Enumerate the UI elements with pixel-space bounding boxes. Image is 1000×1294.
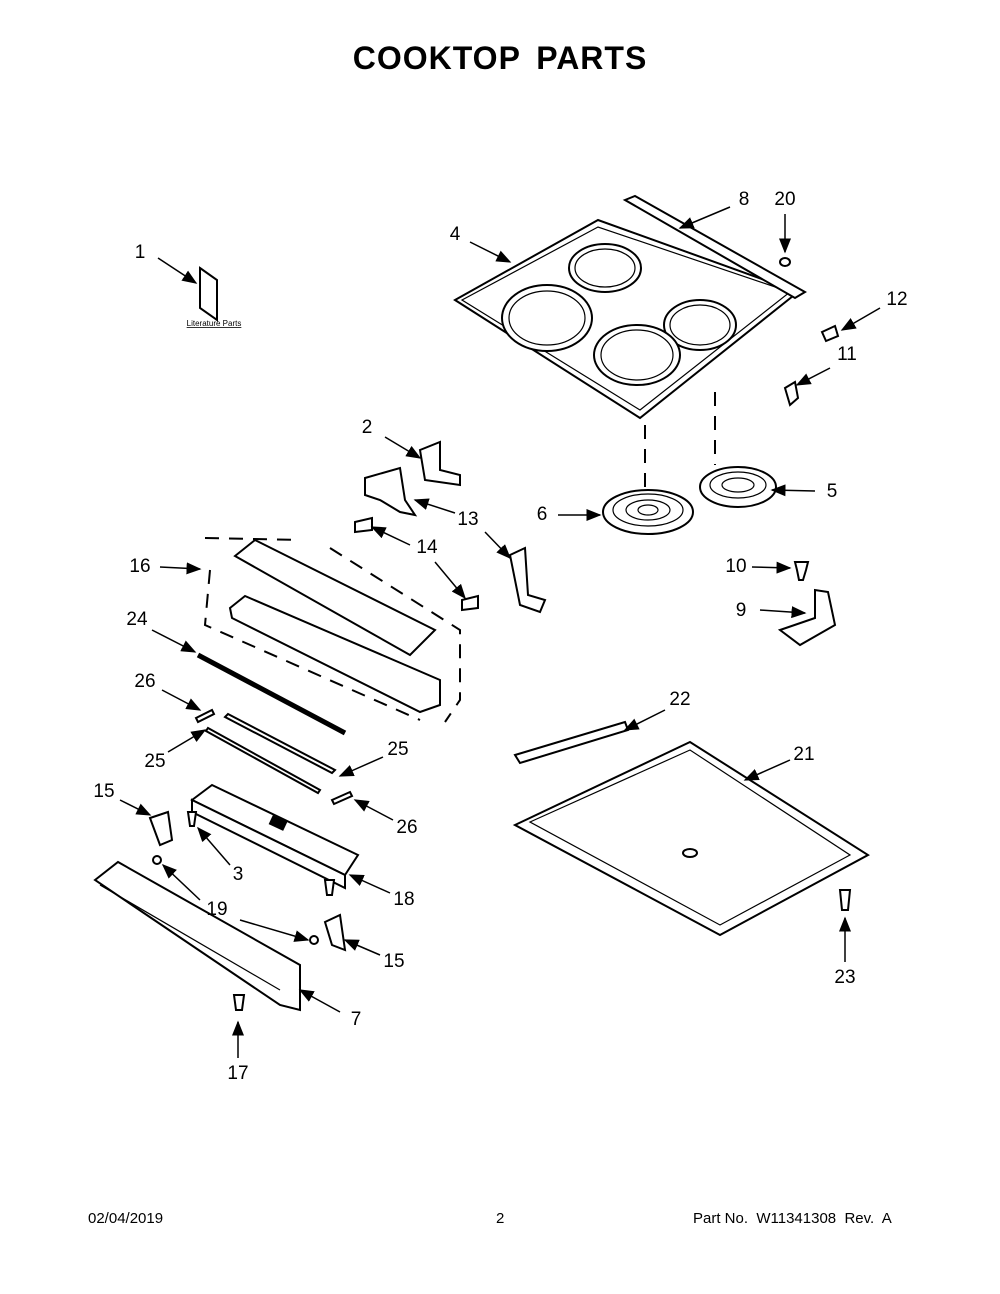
callout-7: 7 [351, 1009, 362, 1030]
page-title: COOKTOP PARTS [352, 40, 648, 76]
footer-page-number: 2 [496, 1210, 505, 1227]
callout-11: 11 [837, 344, 857, 365]
part-26-pad[interactable] [330, 790, 354, 806]
part-22-rail[interactable] [513, 720, 630, 765]
part-25-gasket[interactable] [204, 726, 322, 795]
callout-9: 9 [736, 600, 747, 621]
part-6-radiant-element[interactable] [602, 489, 694, 535]
part-14-screw[interactable] [354, 516, 373, 534]
part-14-screw[interactable] [461, 594, 479, 612]
callout-16: 16 [129, 556, 150, 577]
part-19-screw[interactable] [309, 935, 319, 945]
part-24-strip[interactable] [196, 652, 347, 736]
callout-19: 19 [206, 899, 227, 920]
part-15-bracket[interactable] [323, 913, 347, 952]
part-3-screw[interactable] [323, 879, 336, 896]
callout-arrows [119, 206, 881, 1058]
part-25-gasket[interactable] [223, 712, 337, 775]
callout-5: 5 [827, 481, 838, 502]
part-20-bumper[interactable] [779, 257, 791, 267]
callout-17: 17 [227, 1063, 248, 1084]
callout-24: 24 [126, 609, 148, 630]
callout-26: 26 [396, 817, 417, 838]
part-8-rear-trim[interactable] [622, 194, 807, 300]
footer-date: 02/04/2019 [88, 1210, 164, 1227]
callout-18: 18 [393, 889, 414, 910]
part-15-bracket[interactable] [148, 810, 174, 847]
callout-25: 25 [144, 751, 165, 772]
part-9-bracket[interactable] [777, 588, 837, 647]
part-16-control-panel[interactable] [228, 538, 441, 714]
part-17-screw[interactable] [232, 994, 246, 1011]
part-10-screw[interactable] [793, 561, 810, 581]
callout-8: 8 [739, 189, 750, 210]
callout-12: 12 [886, 289, 907, 310]
part-18-control-board[interactable] [190, 783, 360, 890]
callout-13: 13 [457, 509, 478, 530]
part-3-screw[interactable] [186, 811, 198, 827]
part-1-literature[interactable]: Literature Parts [187, 266, 242, 328]
callout-2: 2 [362, 417, 373, 438]
part-7-lower-trim[interactable] [93, 860, 301, 1012]
callout-labels: 1 4 8 20 12 11 2 13 14 6 5 16 10 9 24 26… [93, 189, 907, 1084]
callout-15: 15 [383, 951, 404, 972]
part-11-bracket[interactable] [783, 380, 800, 407]
part-26-pad[interactable] [194, 708, 216, 724]
part-23-screw[interactable] [838, 889, 852, 911]
callout-21: 21 [793, 744, 814, 765]
part-7-edge [99, 884, 281, 991]
callout-22: 22 [669, 689, 690, 710]
footer-part-number: Part No. W11341308 Rev. A [693, 1210, 892, 1227]
part-13-bracket[interactable] [508, 546, 547, 614]
callout-10: 10 [725, 556, 746, 577]
part-5-radiant-element[interactable] [699, 466, 777, 508]
callout-6: 6 [537, 504, 548, 525]
part-4-cooktop-frame[interactable] [453, 218, 801, 420]
callout-15: 15 [93, 781, 114, 802]
part-16-assembly-outline [203, 537, 461, 723]
part-19-screw[interactable] [152, 855, 162, 865]
callout-23: 23 [834, 967, 855, 988]
callout-25: 25 [387, 739, 408, 760]
part-12-clip[interactable] [820, 324, 840, 343]
callout-1: 1 [135, 242, 146, 263]
part-2-bracket[interactable] [418, 440, 461, 487]
callout-14: 14 [416, 537, 438, 558]
callout-26: 26 [134, 671, 155, 692]
callout-3: 3 [233, 864, 244, 885]
literature-parts-label: Literature Parts [187, 319, 242, 328]
callout-20: 20 [774, 189, 795, 210]
part-21-burner-box[interactable] [512, 740, 870, 937]
callout-4: 4 [450, 224, 461, 245]
part-13-bracket[interactable] [364, 466, 418, 517]
